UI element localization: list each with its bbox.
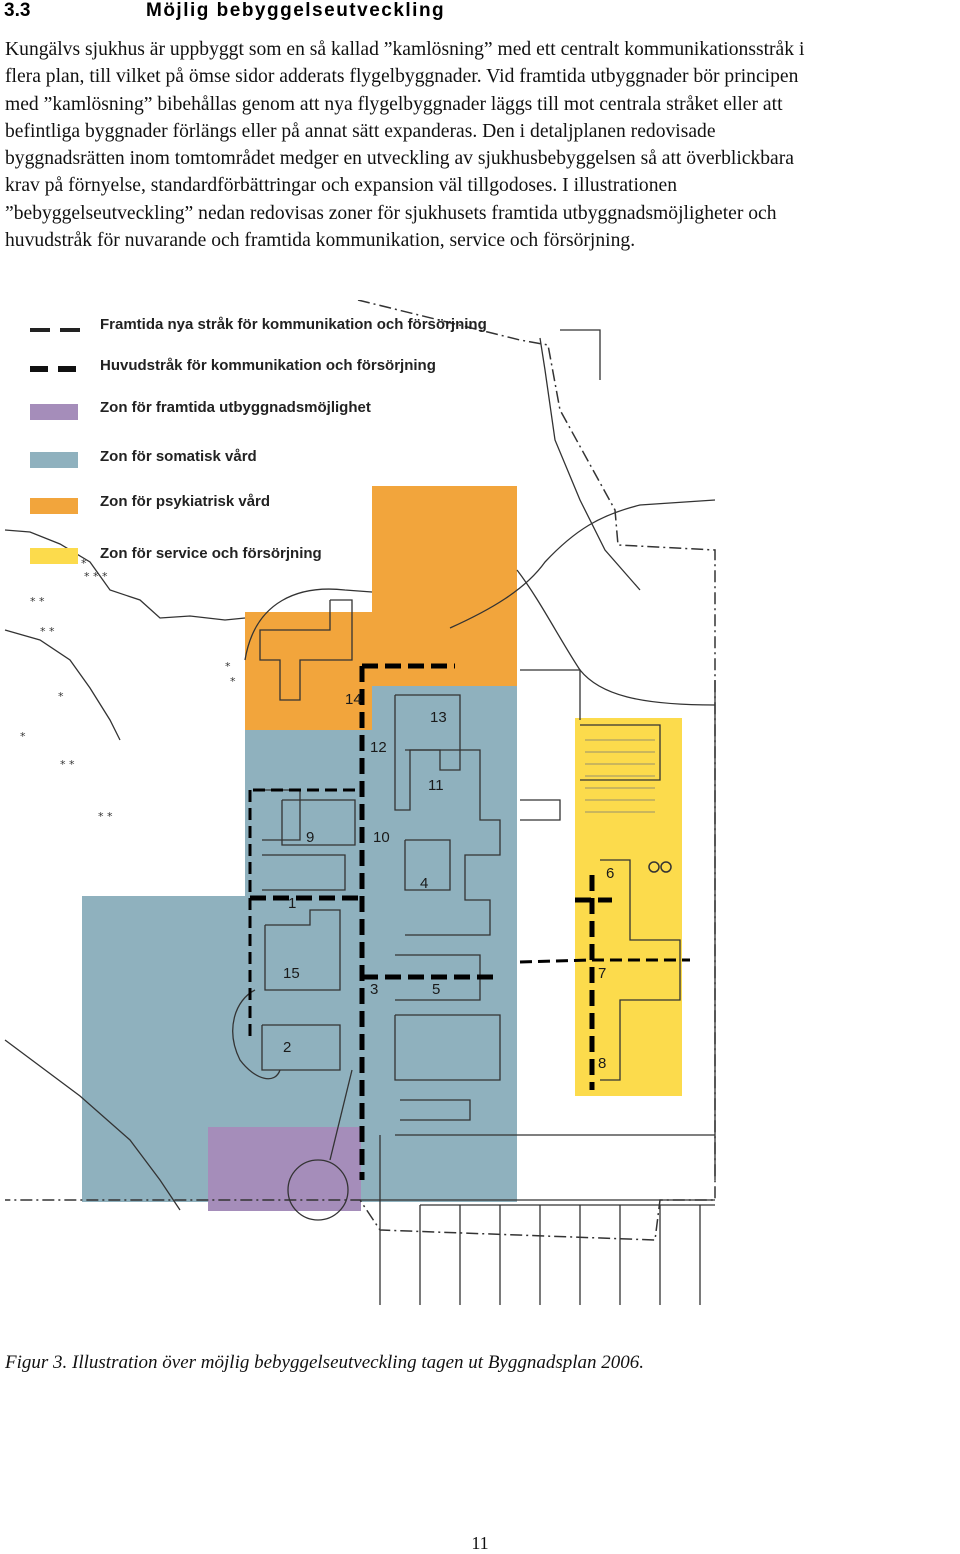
- legend-label: Zon för psykiatrisk vård: [100, 493, 270, 510]
- building-number: 2: [283, 1039, 291, 1056]
- svg-text:* *: * *: [60, 758, 75, 771]
- svg-text:*: *: [20, 730, 26, 743]
- legend-label: Huvudstråk för kommunikation och försörj…: [100, 357, 436, 374]
- paragraph-line: med ”kamlösning” bibehållas genom att ny…: [5, 93, 783, 115]
- svg-text:* *: * *: [40, 625, 55, 638]
- section-number: 3.3: [4, 0, 31, 21]
- building-number: 13: [430, 709, 447, 726]
- paragraph-line: flera plan, till vilket på ömse sidor ad…: [5, 66, 799, 88]
- svg-text:* *: * *: [30, 595, 45, 608]
- body-paragraph: Kungälvs sjukhus är uppbyggt som en så k…: [5, 36, 955, 254]
- svg-text:*: *: [230, 675, 236, 688]
- zone-future-expansion: [208, 1127, 361, 1211]
- building-number: 11: [428, 777, 444, 794]
- zone-somatic: [372, 686, 517, 736]
- building-number: 14: [345, 691, 362, 708]
- paragraph-line: ”bebyggelseutveckling” nedan redovisas z…: [5, 202, 777, 224]
- building-number: 9: [306, 829, 314, 846]
- tank-symbols: [648, 861, 672, 873]
- legend-label: Zon för framtida utbyggnadsmöjlighet: [100, 399, 371, 416]
- legend-swatch-future-expansion: [30, 404, 78, 420]
- page-number: 11: [471, 1533, 489, 1553]
- legend-label: Framtida nya stråk för kommunikation och…: [100, 316, 487, 333]
- building-number: 5: [432, 981, 440, 998]
- building-number: 8: [598, 1055, 606, 1072]
- figure-caption: Figur 3. Illustration över möjlig bebygg…: [5, 1352, 645, 1373]
- legend-label: Zon för somatisk vård: [100, 448, 257, 465]
- building-number: 4: [420, 875, 428, 892]
- zone-somatic: [245, 730, 517, 1202]
- legend-label: Zon för service och försörjning: [100, 545, 322, 562]
- building-number: 15: [283, 965, 300, 982]
- map-legend: Framtida nya stråk för kommunikation och…: [30, 316, 487, 564]
- svg-text:* *: * *: [98, 810, 113, 823]
- building-number: 10: [373, 829, 390, 846]
- site-plan-map: * ** * * * ** * ** * * ** ** 14 13 12 11…: [4, 299, 716, 1305]
- main-route: [250, 663, 612, 1180]
- zone-psychiatric: [372, 486, 517, 686]
- section-title: Möjlig bebyggelseutveckling: [146, 0, 446, 21]
- paragraph-line: befintliga byggnader förlängs eller på a…: [5, 120, 716, 142]
- svg-text:* * *: * * *: [84, 570, 108, 583]
- legend-swatch-service: [30, 548, 78, 564]
- building-labels: 14 13 12 11 9 10 4 1 15 3 5 2 6 7 8: [283, 691, 614, 1072]
- svg-text:*: *: [58, 690, 64, 703]
- paragraph-line: krav på förnyelse, standardförbättringar…: [5, 175, 677, 197]
- site-plan-figure: * ** * * * ** * ** * * ** ** 14 13 12 11…: [0, 299, 720, 1310]
- svg-text:*: *: [225, 660, 231, 673]
- building-number: 6: [606, 865, 614, 882]
- paragraph-line: byggnadsrätten inom tomtområdet medger e…: [5, 148, 794, 170]
- zone-psychiatric: [245, 612, 375, 730]
- property-line: [5, 299, 716, 1241]
- building-number: 3: [370, 981, 378, 998]
- paragraph-line: huvudstråk för nuvarande och framtida ko…: [5, 230, 636, 252]
- paragraph-line: Kungälvs sjukhus är uppbyggt som en så k…: [5, 39, 805, 60]
- building-number: 12: [370, 739, 387, 756]
- section-heading: 3.3 Möjlig bebyggelseutveckling: [0, 0, 960, 24]
- parking-hatching: [585, 739, 655, 813]
- future-route: [248, 788, 690, 1040]
- tree-symbols: * ** * * * ** * ** * * ** **: [20, 557, 236, 823]
- site-outline: [4, 329, 716, 1305]
- legend-swatch-psychiatric: [30, 498, 78, 514]
- building-number: 1: [288, 895, 296, 912]
- legend-swatch-somatic: [30, 452, 78, 468]
- building-number: 7: [598, 965, 606, 982]
